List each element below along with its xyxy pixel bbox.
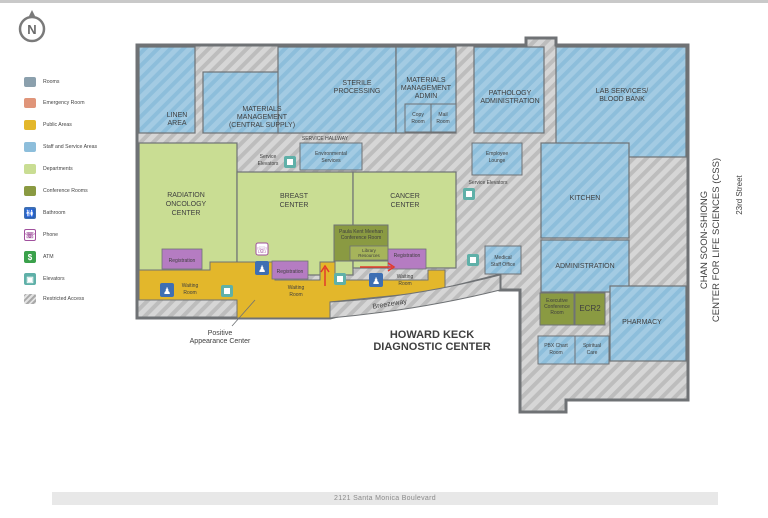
elevator-icon xyxy=(334,273,346,285)
registration-radiation xyxy=(161,248,203,270)
sterile-processing xyxy=(277,46,397,134)
label-pharmacy: PHARMACY xyxy=(622,319,662,326)
service-hallway xyxy=(139,134,539,142)
label-registration-1: Registration xyxy=(169,258,196,264)
legend-staff-service: Staff and Service Areas xyxy=(24,139,97,155)
legend-departments: Departments xyxy=(24,161,73,177)
ecr2 xyxy=(574,292,606,326)
legend-bathroom: 🚻Bathroom xyxy=(24,207,66,219)
copy-room xyxy=(404,103,432,133)
linen-area xyxy=(138,46,196,134)
address-text: 2121 Santa Monica Boulevard xyxy=(334,495,436,502)
lab-services xyxy=(555,46,687,158)
svg-text:♟: ♟ xyxy=(258,265,266,275)
legend-restricted: Restricted Access xyxy=(24,291,84,307)
registration-breast xyxy=(271,260,309,280)
legend-rooms: Rooms xyxy=(24,74,59,90)
svg-text:♟: ♟ xyxy=(372,277,380,287)
breezeway xyxy=(329,274,501,319)
elevator-icon xyxy=(463,188,475,200)
registration-cancer xyxy=(387,248,427,270)
label-registration-2: Registration xyxy=(277,269,304,275)
elevator-icon xyxy=(284,156,296,168)
bathroom-icon: ♟ xyxy=(369,273,383,287)
executive-conference-room xyxy=(539,292,575,326)
mail-room xyxy=(430,103,457,133)
medical-staff-office xyxy=(484,245,522,275)
legend-conference-rooms: Conference Rooms xyxy=(24,183,88,199)
address-bar: 2121 Santa Monica Boulevard xyxy=(52,492,718,505)
label-23rd-street: 23rd Street xyxy=(735,174,744,214)
north-compass-icon: N xyxy=(18,10,46,43)
bathroom-icon: ♟ xyxy=(160,283,174,297)
employee-lounge xyxy=(471,142,523,176)
elevator-icon xyxy=(221,285,233,297)
elevator-icon: ▣ xyxy=(24,273,36,285)
label-kitchen: KITCHEN xyxy=(570,195,601,202)
legend-emergency-room: Emergency Room xyxy=(24,95,85,111)
pbx-chart-room xyxy=(537,335,576,365)
compass-letter: N xyxy=(27,22,36,37)
bathroom-icon: ♟ xyxy=(255,261,269,275)
legend-phone: ☏Phone xyxy=(24,229,59,241)
svg-text:☏: ☏ xyxy=(256,246,267,256)
administration xyxy=(540,239,630,293)
pathology-admin xyxy=(473,46,545,134)
spiritual-care xyxy=(574,335,610,365)
direction-arrow-icon xyxy=(320,262,396,286)
label-lab: LAB SERVICES/BLOOD BANK xyxy=(596,88,648,103)
atm-icon: $ xyxy=(24,251,36,263)
pharmacy xyxy=(609,285,687,362)
label-chan-soon-shiong: CHAN SOON-SHIONGCENTER FOR LIFE SCIENCES… xyxy=(699,158,722,322)
label-administration: ADMINISTRATION xyxy=(555,263,614,270)
legend-atm: $ATM xyxy=(24,249,54,265)
pointer-line xyxy=(231,299,256,327)
kitchen xyxy=(540,142,630,239)
phone-icon: ☏ xyxy=(255,242,269,256)
top-border xyxy=(0,0,768,3)
legend-elevators: ▣Elevators xyxy=(24,271,65,287)
label-registration-3: Registration xyxy=(394,253,421,259)
legend-public-areas: Public Areas xyxy=(24,117,72,133)
environmental-services xyxy=(299,142,363,171)
label-service-hallway: SERVICE HALLWAY xyxy=(302,136,349,142)
label-service-elevators-2: Service Elevators xyxy=(469,180,508,186)
elevator-icon xyxy=(467,254,479,266)
phone-icon: ☏ xyxy=(24,229,36,241)
bathroom-icon: 🚻 xyxy=(24,207,36,219)
label-ecr2: ECR2 xyxy=(579,304,601,313)
svg-text:♟: ♟ xyxy=(163,287,171,297)
